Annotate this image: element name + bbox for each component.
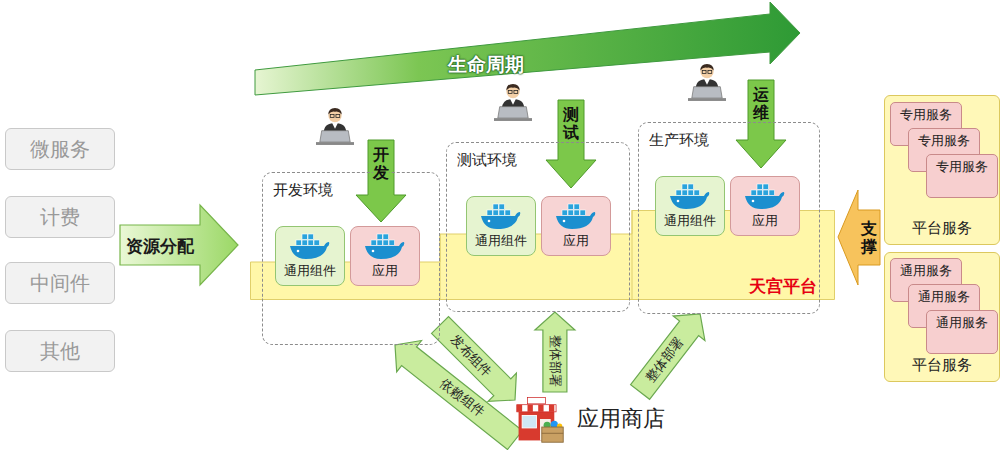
shop-icon (515, 394, 565, 444)
person-icon (494, 84, 532, 121)
node-text: 专用服务 (891, 107, 961, 123)
role-label: 运维 (753, 86, 769, 121)
docker-whale-icon (288, 233, 332, 261)
node-text: 应用 (372, 262, 398, 280)
node-text: 通用服务 (909, 289, 979, 305)
category-box: 其他 (5, 330, 115, 372)
category-box: 微服务 (5, 128, 115, 170)
flow-arrow (535, 312, 575, 392)
person-icon (316, 108, 354, 145)
node-text: 通用服务 (927, 315, 997, 331)
node-text: 天宫平台 (749, 275, 817, 298)
docker-whale-shape (290, 234, 329, 259)
component-box: 通用组件 (655, 176, 725, 236)
allocation-arrow (120, 205, 238, 285)
service-card: 通用服务 (926, 310, 998, 354)
node-text: 应用 (752, 212, 778, 230)
edge-label: 发布组件 (446, 331, 497, 382)
node-text: 开发环境 (273, 181, 429, 200)
node-text: 应用商店 (577, 404, 665, 434)
app-store: 应用商店 (515, 392, 680, 446)
node-text: 通用服务 (891, 263, 961, 279)
environment-box: 测试环境通用组件 应用 (446, 142, 630, 312)
edge-label: 整体部署 (641, 333, 688, 387)
category-box: 计费 (5, 196, 115, 238)
node-text: 其他 (40, 338, 80, 365)
node-text: 平台服务 (912, 356, 972, 375)
node-text: 平台服务 (912, 219, 972, 238)
docker-whale-shape (556, 204, 595, 229)
docker-whale-shape (365, 234, 404, 259)
lifecycle-label: 生命周期 (448, 52, 524, 78)
component-box: 应用 (350, 226, 420, 286)
shop-shape (517, 398, 563, 443)
node-text: 测试环境 (457, 151, 619, 170)
docker-whale-icon (363, 233, 407, 261)
lifecycle-arrow (255, 2, 800, 95)
role-arrow (546, 100, 596, 188)
node-text: 专用服务 (927, 159, 997, 175)
node-text: 通用组件 (664, 212, 716, 230)
edge-label: 整体部署 (547, 333, 563, 389)
role-arrow (356, 140, 406, 222)
role-label: 测试 (563, 106, 579, 141)
node-text: 生产环境 (649, 131, 809, 150)
docker-whale-icon (479, 203, 523, 231)
docker-whale-icon (554, 203, 598, 231)
service-card: 专用服务 (926, 154, 998, 198)
component-box: 通用组件 (466, 196, 536, 256)
node-text: 专用服务 (909, 133, 979, 149)
node-text: 通用组件 (475, 232, 527, 250)
component-box: 应用 (541, 196, 611, 256)
allocation-label: 资源分配 (126, 235, 194, 258)
flow-arrow (631, 314, 705, 399)
role-arrow (736, 80, 786, 168)
component-box: 通用组件 (275, 226, 345, 286)
support-label: 支撑 (861, 220, 877, 255)
role-label: 开发 (373, 146, 389, 181)
docker-whale-icon (743, 183, 787, 211)
node-text: 微服务 (30, 136, 90, 163)
service-panel: 平台服务通用服务通用服务通用服务 (884, 252, 1000, 382)
node-text: 计费 (40, 204, 80, 231)
support-arrow (838, 190, 880, 285)
node-text: 中间件 (30, 270, 90, 297)
docker-whale-shape (745, 184, 784, 209)
node-text: 应用 (563, 232, 589, 250)
service-panel: 平台服务专用服务专用服务专用服务 (884, 95, 1000, 245)
docker-whale-icon (668, 183, 712, 211)
edge-label: 依赖组件 (435, 374, 489, 421)
docker-whale-shape (670, 184, 709, 209)
band-divider (632, 210, 633, 300)
node-text: 通用组件 (284, 262, 336, 280)
environment-box: 开发环境通用组件 应用 (262, 172, 440, 345)
component-box: 应用 (730, 176, 800, 236)
category-box: 中间件 (5, 262, 115, 304)
docker-whale-shape (481, 204, 520, 229)
person-icon (688, 64, 726, 101)
